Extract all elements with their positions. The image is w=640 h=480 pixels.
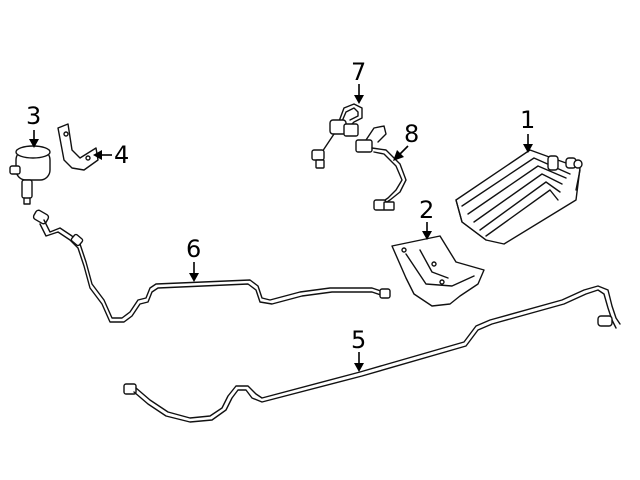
callout-label: 3 (26, 102, 41, 130)
callout-7: 7 (351, 58, 366, 104)
callout-label: 6 (186, 235, 201, 263)
callout-label: 1 (520, 106, 535, 134)
part-1-canister (455, 149, 583, 245)
callout-label: 8 (404, 120, 419, 148)
part-8-o2-sensor (355, 125, 407, 211)
part-6-purge-line (32, 209, 391, 323)
callout-6: 6 (186, 235, 201, 282)
callout-label: 2 (419, 196, 434, 224)
part-4-bracket (57, 123, 99, 171)
callout-2: 2 (419, 196, 434, 240)
callout-label: 4 (114, 141, 129, 169)
callout-label: 7 (351, 58, 366, 86)
callout-label: 5 (351, 326, 366, 354)
part-3-purge-valve (9, 145, 51, 205)
callout-3: 3 (26, 102, 41, 148)
part-5-vapor-line (123, 285, 621, 423)
callout-1: 1 (520, 106, 535, 153)
callout-8: 8 (393, 120, 419, 161)
callout-4: 4 (93, 141, 129, 169)
part-7-o2-sensor (311, 103, 363, 169)
part-2-canister-bracket (391, 235, 485, 307)
callout-5: 5 (351, 326, 366, 372)
